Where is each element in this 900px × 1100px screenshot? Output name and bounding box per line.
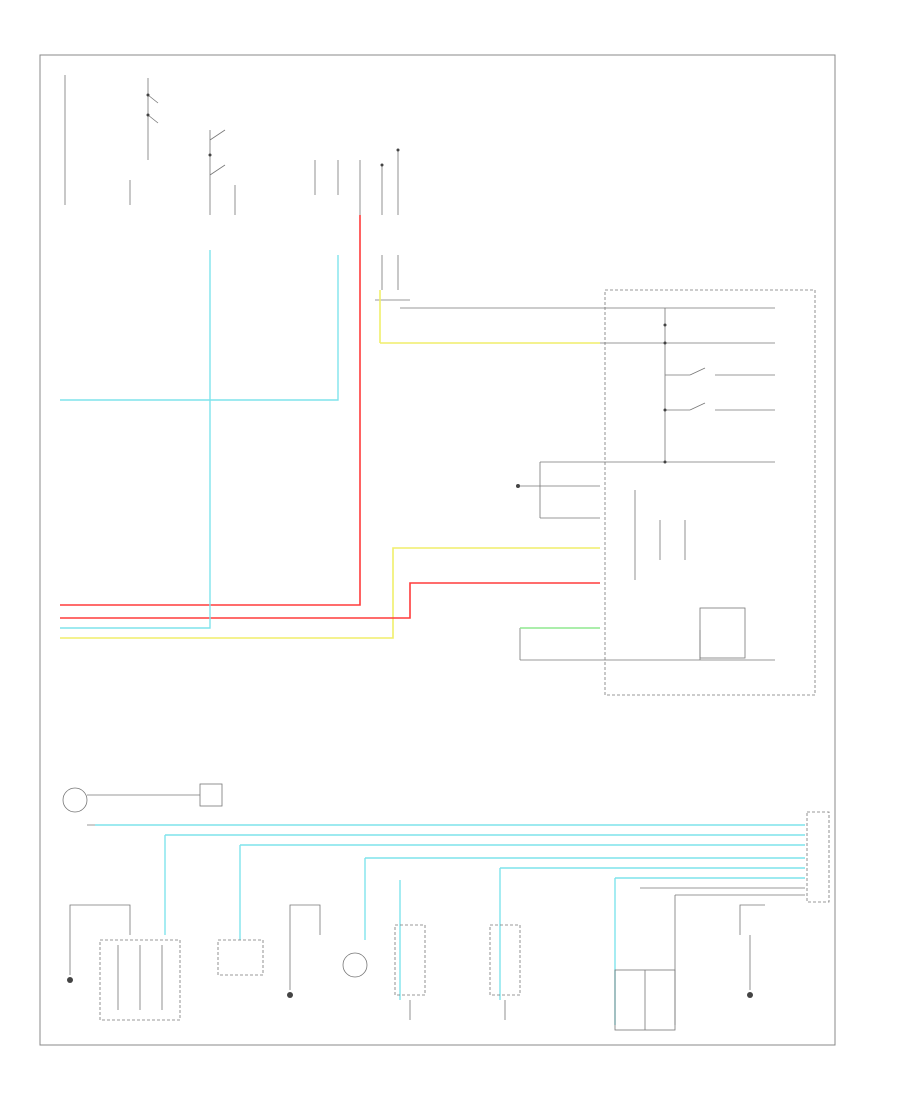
- lower-module-wires: [519, 607, 775, 661]
- lower-section: [62, 783, 830, 1031]
- module-input-wires: [379, 290, 775, 580]
- top-left-switch-group: [64, 75, 236, 215]
- top-junction-group: [314, 148, 410, 301]
- diagram-frame: [39, 54, 836, 1046]
- signal-wires: [60, 215, 600, 639]
- control-module-box: [604, 289, 816, 696]
